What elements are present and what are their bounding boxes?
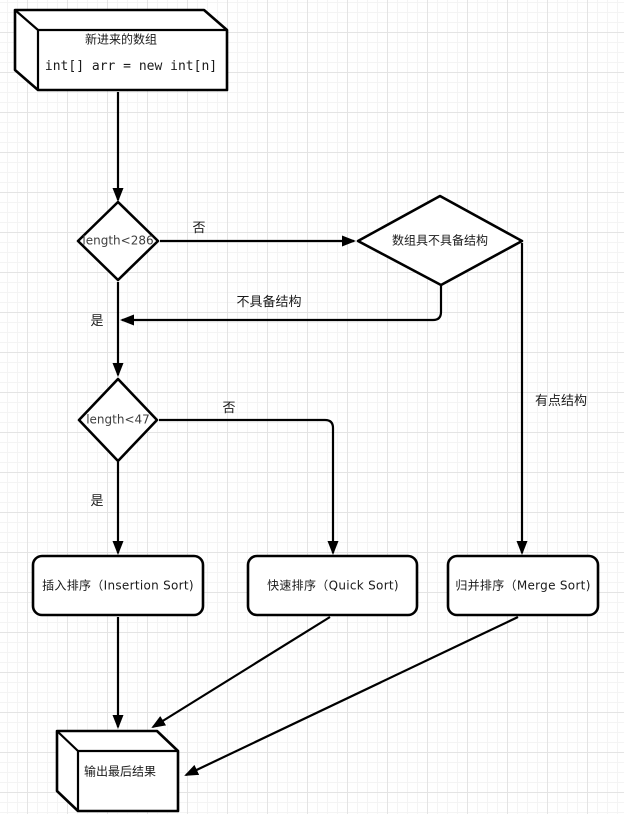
node-input-array-cube[interactable] bbox=[13, 8, 229, 92]
input-array-title: 新进来的数组 bbox=[84, 32, 158, 47]
check-length286-label: length<286 bbox=[82, 233, 154, 248]
node-quick-sort-box[interactable] bbox=[246, 554, 419, 617]
edge-label-some-structure: 有点结构 bbox=[534, 393, 588, 409]
node-check-length47-diamond[interactable] bbox=[77, 377, 159, 463]
edge-quicksort-to-output bbox=[151, 616, 331, 729]
edge-length47-no-to-quicksort bbox=[159, 418, 339, 555]
check-length47-label: length<47 bbox=[86, 412, 150, 427]
node-check-length286-diamond[interactable] bbox=[76, 200, 160, 282]
node-output-cube-edges bbox=[56, 730, 178, 811]
input-array-code: int[] arr = new int[n] bbox=[44, 58, 218, 74]
edge-label-length47-yes: 是 bbox=[90, 493, 104, 509]
quick-sort-label: 快速排序（Quick Sort) bbox=[267, 578, 399, 593]
edge-label-length286-no: 否 bbox=[192, 220, 206, 236]
edge-label-length286-yes: 是 bbox=[90, 313, 104, 329]
node-insertion-sort-box[interactable] bbox=[31, 554, 205, 617]
node-input-array-cube-edges bbox=[14, 9, 227, 90]
merge-sort-label: 归并排序（Merge Sort) bbox=[455, 578, 591, 593]
insertion-sort-label: 插入排序（Insertion Sort) bbox=[42, 578, 194, 593]
edge-mergesort-to-output bbox=[184, 616, 519, 776]
edge-label-length47-no: 否 bbox=[222, 400, 236, 416]
node-check-structure-diamond[interactable] bbox=[356, 194, 524, 287]
edge-structure-nostructure-back bbox=[120, 285, 443, 326]
node-merge-sort-box[interactable] bbox=[446, 554, 600, 617]
output-result-label: 输出最后结果 bbox=[83, 764, 157, 779]
edge-label-no-structure: 不具备结构 bbox=[236, 294, 302, 310]
check-structure-label: 数组具不具备结构 bbox=[391, 233, 489, 248]
